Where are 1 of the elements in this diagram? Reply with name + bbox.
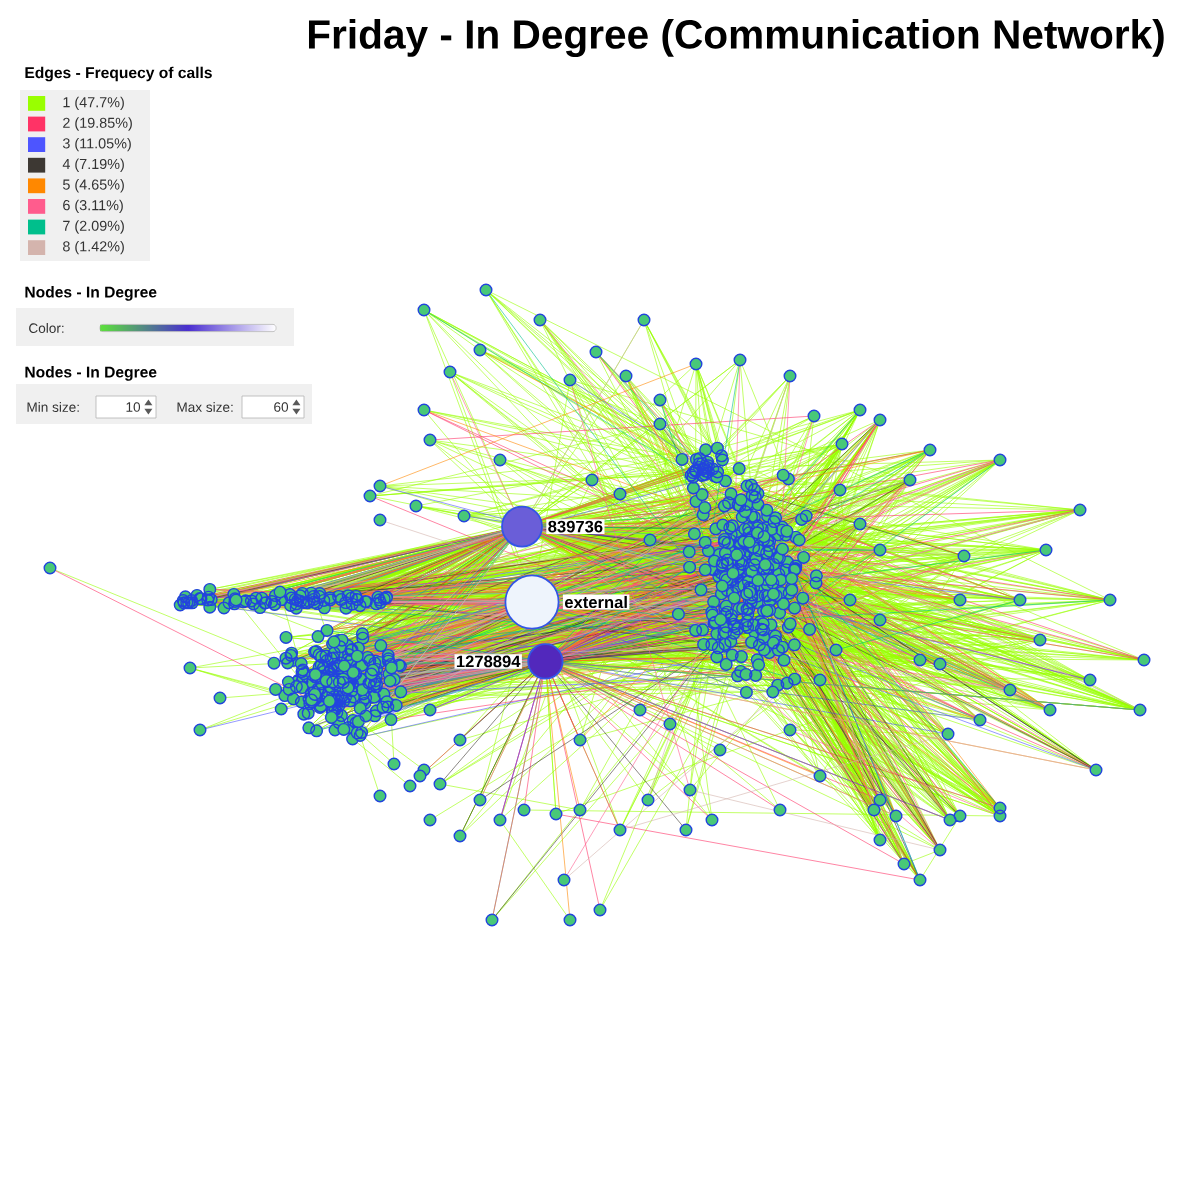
chart-title: Friday - In Degree (Communication Network)	[309, 19, 1164, 57]
